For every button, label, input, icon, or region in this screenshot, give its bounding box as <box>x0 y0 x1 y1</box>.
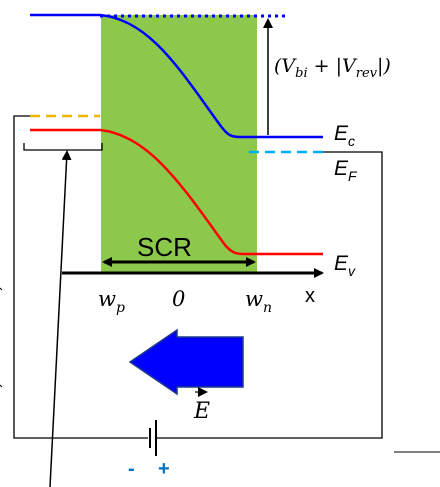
ec-label: Ec <box>334 122 355 149</box>
contact-bracket <box>23 143 103 151</box>
stray-tick-1 <box>0 287 3 291</box>
wn-label: wn <box>245 287 272 316</box>
ef-label: EF <box>334 157 358 184</box>
battery-plus: + <box>158 458 170 480</box>
electric-field-label: E <box>193 399 210 424</box>
x-axis-label: x <box>305 285 315 307</box>
zero-label: 0 <box>172 287 185 311</box>
voltage-label: (Vbi + |Vrev|) <box>274 55 391 81</box>
wp-label: wp <box>98 287 125 316</box>
conduction-band-curve <box>30 13 323 139</box>
battery-minus: - <box>128 458 135 480</box>
circuit-wire-left <box>13 115 148 439</box>
stray-tick-2 <box>0 384 3 388</box>
ev-label: Ev <box>334 252 356 279</box>
valence-band-curve <box>30 128 323 256</box>
bracket-pointer-arrow <box>49 150 72 487</box>
circuit-wire-right <box>156 151 383 439</box>
depletion-region <box>101 15 257 273</box>
scr-label: SCR <box>137 232 192 262</box>
electric-field-arrow <box>128 328 244 396</box>
